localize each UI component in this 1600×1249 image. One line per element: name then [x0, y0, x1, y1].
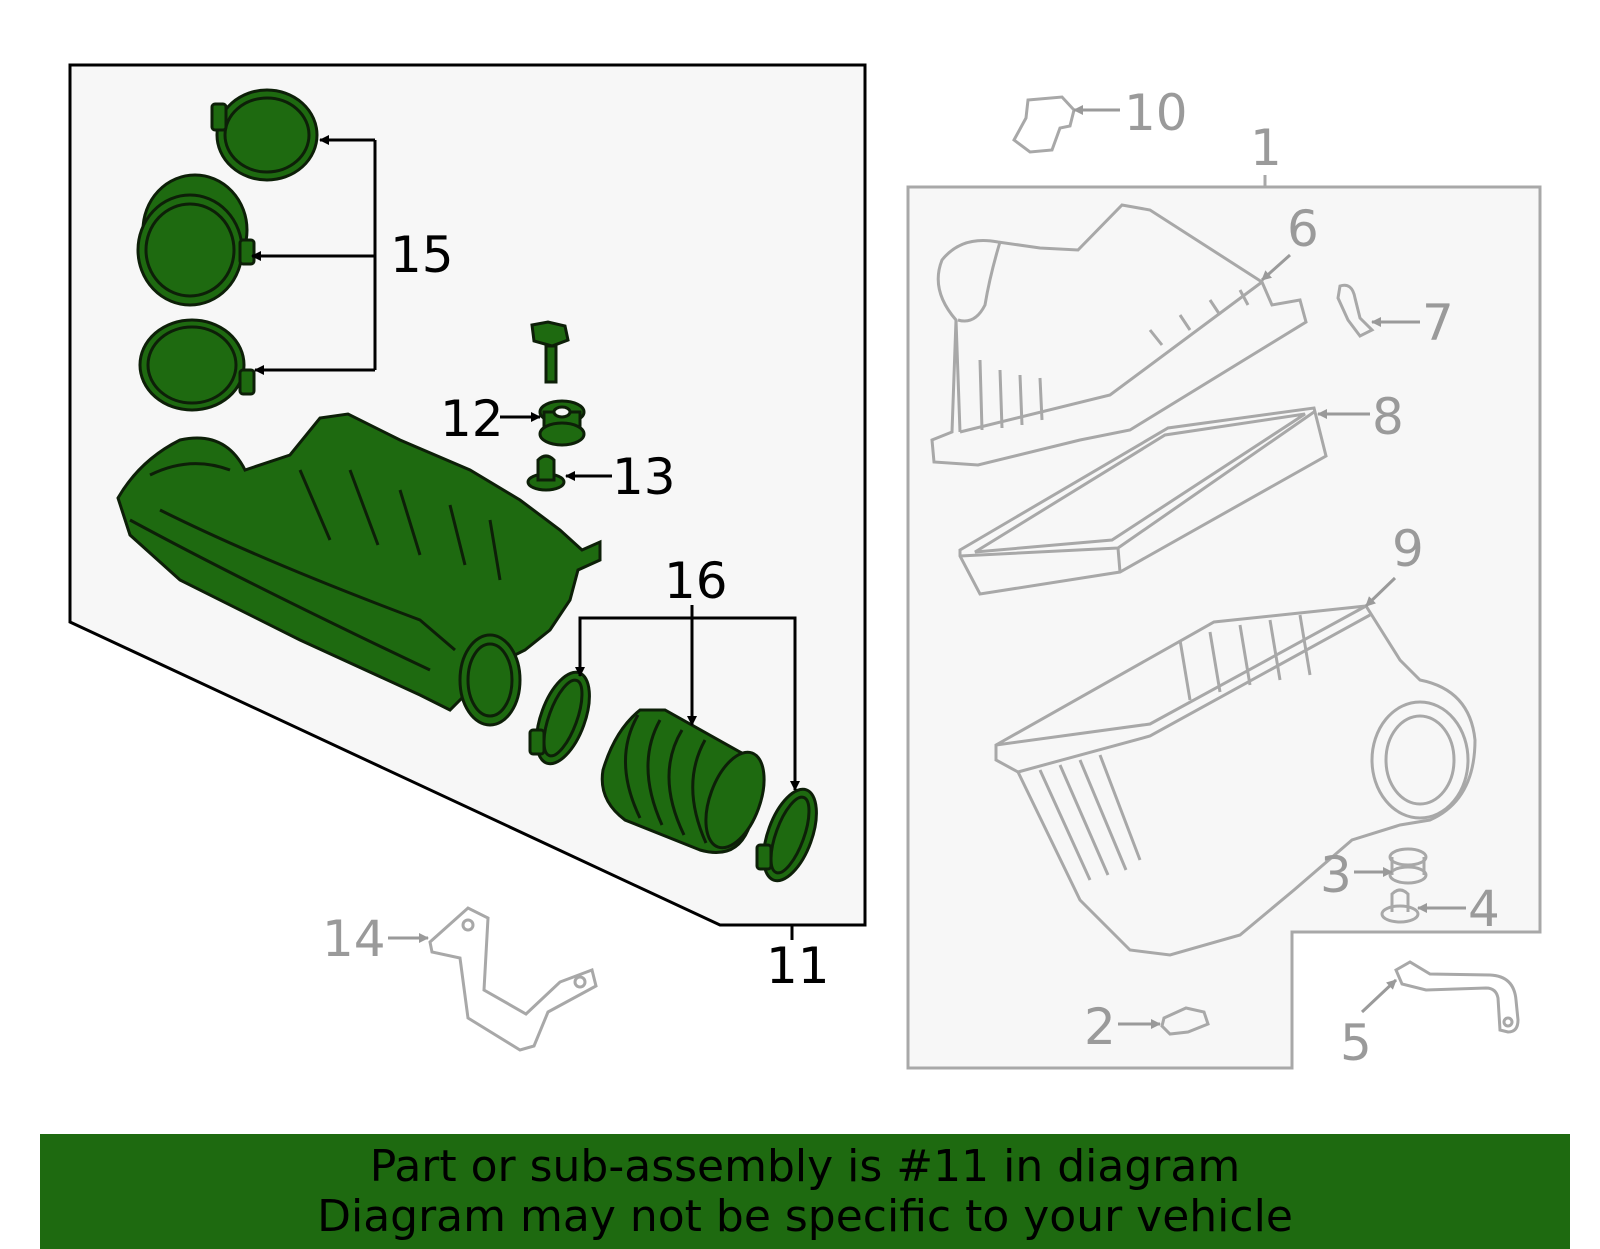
- callout-6: 6: [1287, 200, 1319, 258]
- callout-9: 9: [1392, 520, 1424, 578]
- banner-line-2: Diagram may not be specific to your vehi…: [317, 1190, 1293, 1242]
- info-banner-bg: [40, 1134, 1570, 1249]
- callout-2: 2: [1084, 998, 1116, 1056]
- callout-12: 12: [440, 390, 504, 448]
- callout-8: 8: [1372, 388, 1404, 446]
- part-6-upper-housing[interactable]: [930, 203, 1308, 467]
- callout-9-leader: [1364, 576, 1397, 608]
- callout-5: 5: [1340, 1014, 1372, 1072]
- callout-5-leader: [1360, 978, 1398, 1014]
- part-8-filter-element[interactable]: [958, 406, 1328, 596]
- part-2-clip[interactable]: [1160, 1006, 1210, 1036]
- part-11-intake-duct[interactable]: [116, 412, 602, 727]
- callout-13: 13: [612, 448, 676, 506]
- callout-16: 16: [664, 552, 728, 610]
- part-7-clip[interactable]: [1336, 283, 1375, 338]
- callout-15: 15: [390, 226, 454, 284]
- part-14-bracket[interactable]: [428, 906, 598, 1052]
- part-4-pin[interactable]: [1380, 888, 1420, 924]
- callout-4: 4: [1468, 880, 1500, 938]
- part-13-pin[interactable]: [526, 454, 566, 492]
- callout-1: 1: [1250, 119, 1282, 177]
- info-banner: Part or sub-assembly is #11 in diagram D…: [40, 1134, 1570, 1249]
- callout-15-leader: [251, 135, 377, 375]
- part-5-bracket[interactable]: [1394, 960, 1520, 1034]
- callout-7: 7: [1422, 294, 1454, 352]
- callout-10: 10: [1124, 84, 1188, 142]
- part-16-hose[interactable]: [526, 665, 827, 887]
- part-12-grommet[interactable]: [530, 320, 586, 447]
- part-15-clamps[interactable]: [136, 88, 319, 412]
- part-10-sensor[interactable]: [1012, 95, 1076, 154]
- callout-16-leader: [575, 605, 800, 791]
- callout-3: 3: [1320, 846, 1352, 904]
- part-9-lower-housing[interactable]: [994, 604, 1477, 957]
- callout-6-leader: [1261, 253, 1291, 282]
- banner-line-1: Part or sub-assembly is #11 in diagram: [369, 1140, 1241, 1192]
- callout-14: 14: [322, 910, 386, 968]
- callout-11: 11: [766, 937, 830, 995]
